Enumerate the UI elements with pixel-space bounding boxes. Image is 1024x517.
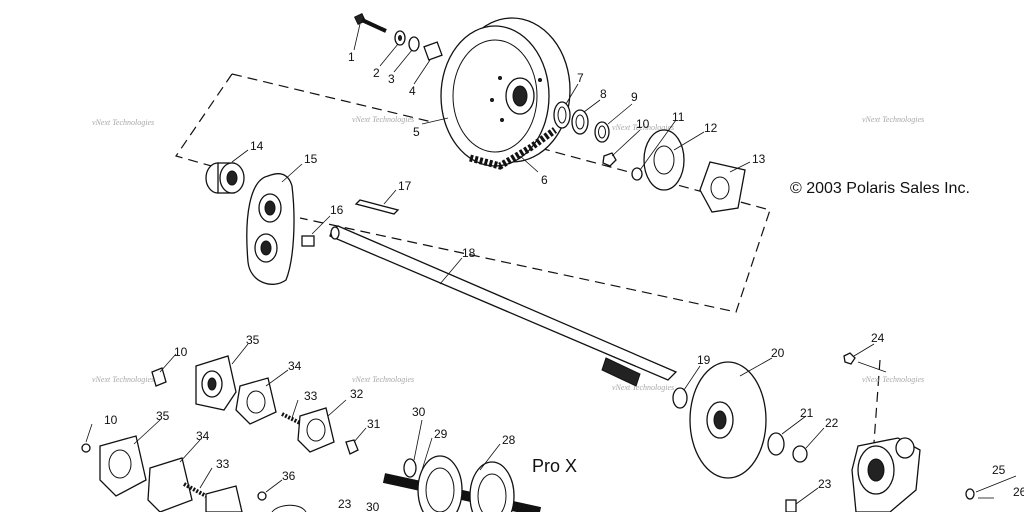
callout-14: 14 <box>250 139 264 153</box>
washer-part <box>792 445 808 463</box>
bearing-part <box>205 162 245 194</box>
gasket-part <box>147 457 193 513</box>
nut-part <box>843 352 856 365</box>
chaincase-plate-part <box>246 173 295 285</box>
callout-32: 32 <box>350 387 364 401</box>
brake-disc-part <box>689 361 767 479</box>
bushing-part <box>423 41 443 61</box>
washer-part <box>631 167 643 181</box>
nut-part <box>602 152 617 167</box>
callout-7: 7 <box>577 71 584 85</box>
callout-33: 33 <box>304 389 318 403</box>
watermark: vNext Technologies <box>352 115 414 124</box>
callout-10: 10 <box>174 345 188 359</box>
seal-part <box>571 109 589 135</box>
callout-24: 24 <box>871 331 885 345</box>
copyright-text: © 2003 Polaris Sales Inc. <box>790 180 970 197</box>
flange-plate-part <box>99 435 147 497</box>
callout-30: 30 <box>366 500 380 512</box>
bushing-part <box>767 432 785 456</box>
callout-20: 20 <box>771 346 785 360</box>
callout-21: 21 <box>800 406 814 420</box>
callout-18: 18 <box>462 246 476 260</box>
bolt-part <box>354 13 387 33</box>
callout-4: 4 <box>409 84 416 98</box>
track-drive-sprocket-part <box>382 455 542 517</box>
callout-2: 2 <box>373 66 380 80</box>
chain-part <box>469 127 558 170</box>
callout-3: 3 <box>388 72 395 86</box>
key-part <box>354 199 400 215</box>
drive-shaft-part <box>329 225 678 387</box>
bolt-part <box>301 235 315 247</box>
callout-23: 23 <box>818 477 832 491</box>
callout-17: 17 <box>398 179 412 193</box>
watermark: vNext Technologies <box>612 383 674 392</box>
watermark: vNext Technologies <box>862 375 924 384</box>
callout-36: 36 <box>282 469 296 483</box>
callout-35: 35 <box>246 333 260 347</box>
callout-22: 22 <box>825 416 839 430</box>
stud-part <box>183 482 207 498</box>
gasket-part <box>297 407 335 453</box>
callout-10: 10 <box>104 413 118 427</box>
model-label: Pro X <box>532 456 577 476</box>
seal-part <box>553 101 571 129</box>
washer-part <box>965 488 975 500</box>
seal-part <box>594 121 610 143</box>
callout-8: 8 <box>600 87 607 101</box>
callout-12: 12 <box>704 121 718 135</box>
watermark: vNext Technologies <box>612 123 674 132</box>
seal-part <box>672 387 688 409</box>
bolt-part <box>345 439 359 455</box>
callout-30: 30 <box>412 405 426 419</box>
callout-28: 28 <box>502 433 516 447</box>
callout-16: 16 <box>330 203 344 217</box>
callout-6: 6 <box>541 173 548 187</box>
callout-29: 29 <box>434 427 448 441</box>
gasket-part <box>205 485 243 513</box>
callout-26: 26 <box>1013 485 1024 499</box>
drive-pulley-part <box>440 17 571 167</box>
assembly-outline-2 <box>871 359 881 471</box>
callout-9: 9 <box>631 90 638 104</box>
bearing-housing-part <box>851 437 921 513</box>
callout-25: 25 <box>992 463 1006 477</box>
watermark: vNext Technologies <box>862 115 924 124</box>
callout-5: 5 <box>413 125 420 139</box>
callout-35: 35 <box>156 409 170 423</box>
callout-15: 15 <box>304 152 318 166</box>
washer-part <box>257 491 267 501</box>
leader-lines <box>85 23 1017 505</box>
callout-34: 34 <box>288 359 302 373</box>
callout-31: 31 <box>367 417 381 431</box>
callout-19: 19 <box>697 353 711 367</box>
callout-34: 34 <box>196 429 210 443</box>
nut-part <box>81 443 91 453</box>
callout-33: 33 <box>216 457 230 471</box>
bearing-flange-part <box>643 129 685 191</box>
callout-23: 23 <box>338 497 352 511</box>
nut-part <box>151 367 167 387</box>
gasket-part <box>235 377 277 425</box>
stud-part <box>281 412 303 426</box>
watermark: vNext Technologies <box>92 375 154 384</box>
callout-11: 11 <box>672 110 685 124</box>
callout-13: 13 <box>752 152 766 166</box>
flange-plate-part <box>699 161 746 213</box>
bolt-part <box>785 499 797 513</box>
callout-10: 10 <box>636 117 650 131</box>
watermark: vNext Technologies <box>352 375 414 384</box>
callout-1: 1 <box>348 50 355 64</box>
washer-part <box>408 36 420 52</box>
watermark: vNext Technologies <box>92 118 154 127</box>
